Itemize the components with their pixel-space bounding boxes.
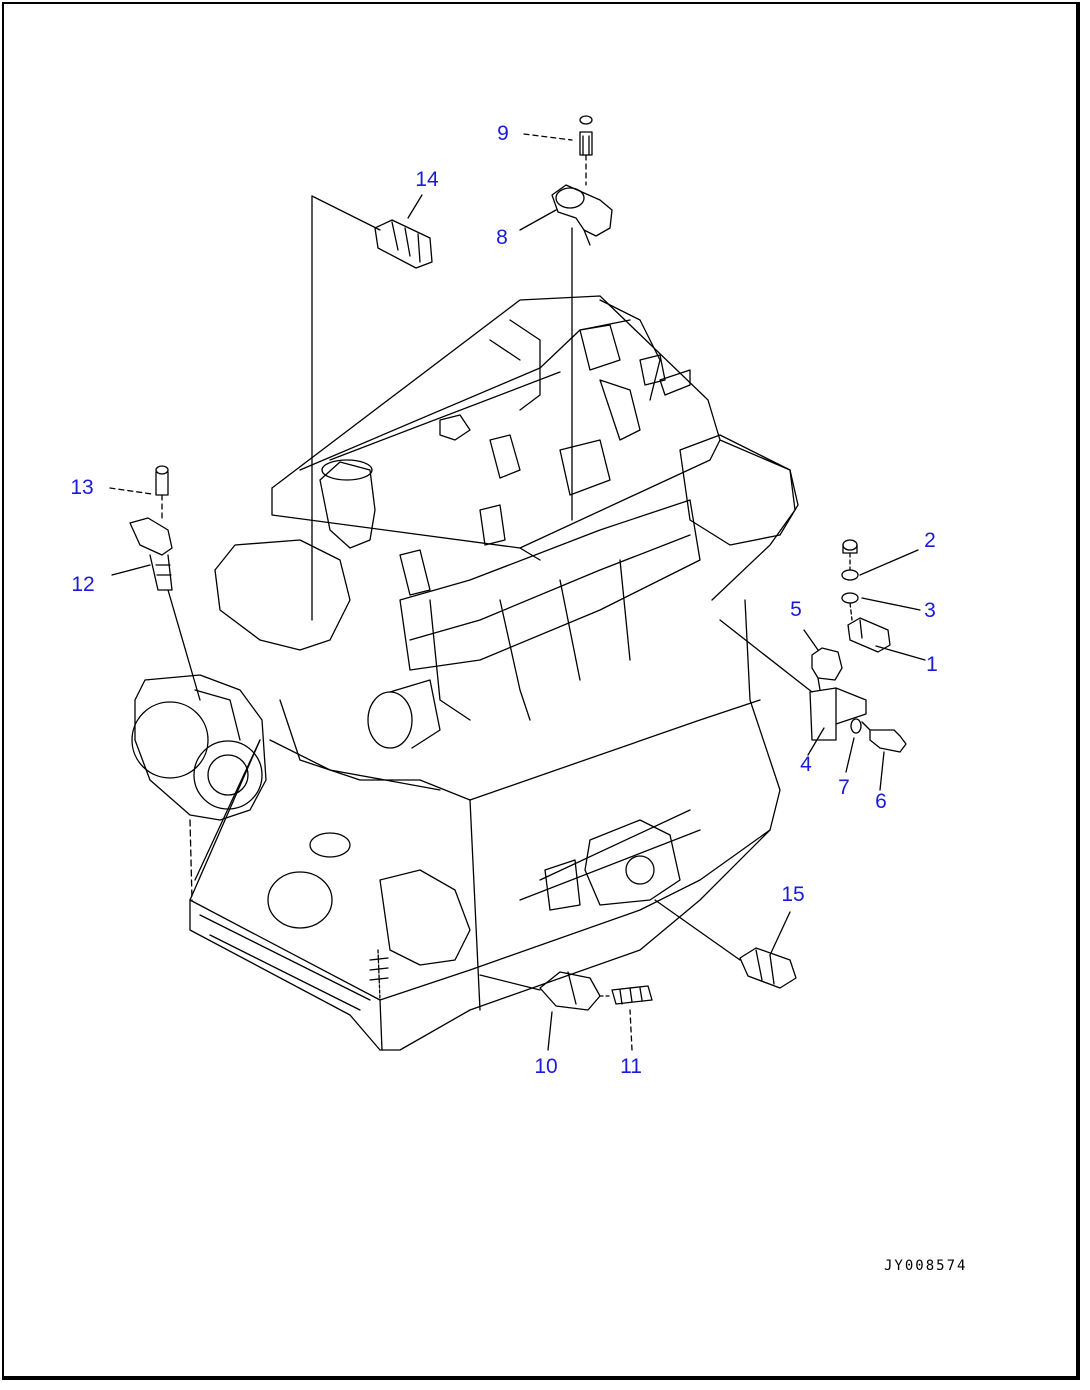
drawing-number: JY008574	[884, 1258, 968, 1274]
callout-7: 7	[838, 776, 850, 799]
part-11-bolt	[611, 985, 653, 1005]
part-6-bolt	[869, 729, 907, 753]
callout-8: 8	[496, 226, 508, 249]
callout-4: 4	[800, 753, 812, 776]
part-4-bracket	[809, 687, 867, 741]
engine-block-outline	[131, 295, 799, 1051]
callout-14: 14	[415, 168, 439, 191]
callout-15: 15	[781, 883, 805, 906]
callout-1: 1	[926, 653, 938, 676]
part-8-sensor	[551, 184, 613, 246]
callout-13: 13	[70, 476, 94, 499]
part-10-sensor	[539, 971, 601, 1011]
callout-3: 3	[924, 599, 936, 622]
part-13-bolt	[155, 465, 169, 496]
part-5-cap	[811, 647, 843, 681]
part-1-sensor	[847, 617, 891, 653]
callout-2: 2	[924, 529, 936, 552]
part-9-bolt	[579, 115, 593, 156]
leader-lines	[109, 133, 926, 1051]
callout-11: 11	[620, 1055, 642, 1078]
part-2-nut	[842, 539, 858, 554]
part-14-sensor	[374, 219, 433, 269]
callout-10: 10	[534, 1055, 558, 1078]
part-15-sensor	[739, 947, 797, 989]
callout-5: 5	[790, 598, 802, 621]
part-3-washer	[841, 569, 859, 604]
callout-6: 6	[875, 790, 887, 813]
callout-9: 9	[497, 122, 509, 145]
part-7-washer	[850, 718, 862, 734]
callout-12: 12	[71, 573, 95, 596]
part-12-sensor	[129, 517, 173, 591]
